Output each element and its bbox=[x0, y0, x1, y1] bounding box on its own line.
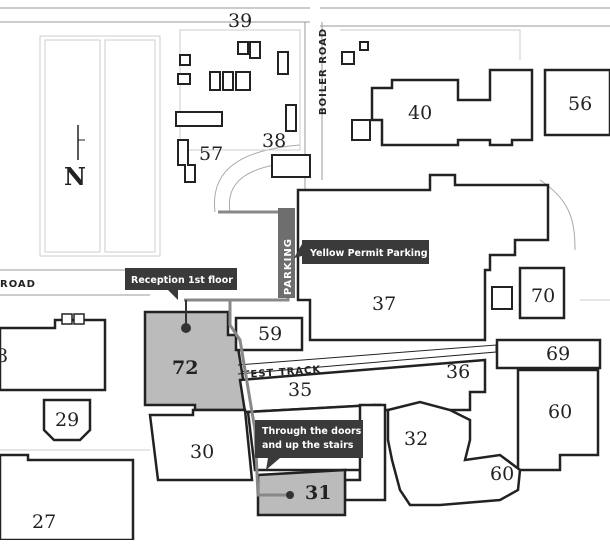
callout-reception-text: Reception 1st floor bbox=[131, 275, 233, 286]
building-56-outline bbox=[543, 68, 610, 137]
building-8-outline bbox=[0, 318, 107, 392]
building-56-label: 56 bbox=[568, 93, 592, 115]
building-8-label: 8 bbox=[0, 345, 8, 367]
building-30-outline bbox=[148, 408, 254, 482]
building-37-label: 37 bbox=[372, 293, 396, 315]
building-29-outline bbox=[42, 398, 92, 442]
building-36-label: 36 bbox=[446, 361, 470, 383]
callout-reception: Reception 1st floor bbox=[125, 268, 237, 300]
building-69-outline bbox=[495, 338, 602, 370]
parking-bar bbox=[278, 208, 295, 298]
building-27-outline bbox=[0, 453, 135, 542]
structures-near-40 bbox=[341, 41, 371, 141]
compass-north: N bbox=[64, 125, 86, 191]
building-27-label: 27 bbox=[32, 511, 56, 533]
building-40-outline bbox=[370, 68, 534, 147]
callout-through-doors: Through the doors and up the stairs bbox=[255, 420, 363, 470]
compass-n-label: N bbox=[64, 162, 86, 191]
building-32-outline bbox=[386, 400, 522, 507]
callout-through-doors-line1: Through the doors bbox=[262, 426, 362, 437]
building-31-label: 31 bbox=[305, 482, 331, 504]
building-60-right-label: 60 bbox=[548, 401, 572, 423]
building-69-label: 69 bbox=[546, 343, 570, 365]
building-35-label: 35 bbox=[288, 379, 312, 401]
structure-near-70 bbox=[491, 286, 513, 310]
building-72-label: 72 bbox=[172, 357, 198, 379]
boiler-road-label: BOILER ROAD bbox=[318, 28, 329, 115]
building-59-outline bbox=[234, 316, 304, 352]
parking-label: PARKING bbox=[283, 238, 294, 295]
structures-near-8 bbox=[61, 313, 85, 325]
callout-yellow-permit: Yellow Permit Parking bbox=[294, 240, 429, 264]
road-39-label: 39 bbox=[228, 10, 252, 32]
building-38-label: 38 bbox=[262, 130, 286, 152]
callout-yellow-permit-text: Yellow Permit Parking bbox=[309, 248, 428, 259]
building-57-outline bbox=[177, 139, 196, 183]
callout-through-doors-line2: and up the stairs bbox=[262, 440, 354, 451]
building-31-highlight bbox=[256, 468, 347, 517]
building-40-label: 40 bbox=[408, 102, 432, 124]
test-track-band bbox=[237, 344, 497, 375]
building-60-south-label: 60 bbox=[490, 463, 514, 485]
building-70-label: 70 bbox=[531, 285, 555, 307]
building-70-outline bbox=[518, 266, 566, 320]
road-left-label: ROAD bbox=[0, 279, 36, 290]
building-59-label: 59 bbox=[258, 323, 282, 345]
small-structures bbox=[175, 41, 311, 178]
building-57-label: 57 bbox=[199, 143, 223, 165]
destination-marker bbox=[286, 491, 294, 499]
building-32-label: 32 bbox=[404, 428, 428, 450]
building-30-label: 30 bbox=[190, 441, 214, 463]
building-29-label: 29 bbox=[55, 409, 79, 431]
